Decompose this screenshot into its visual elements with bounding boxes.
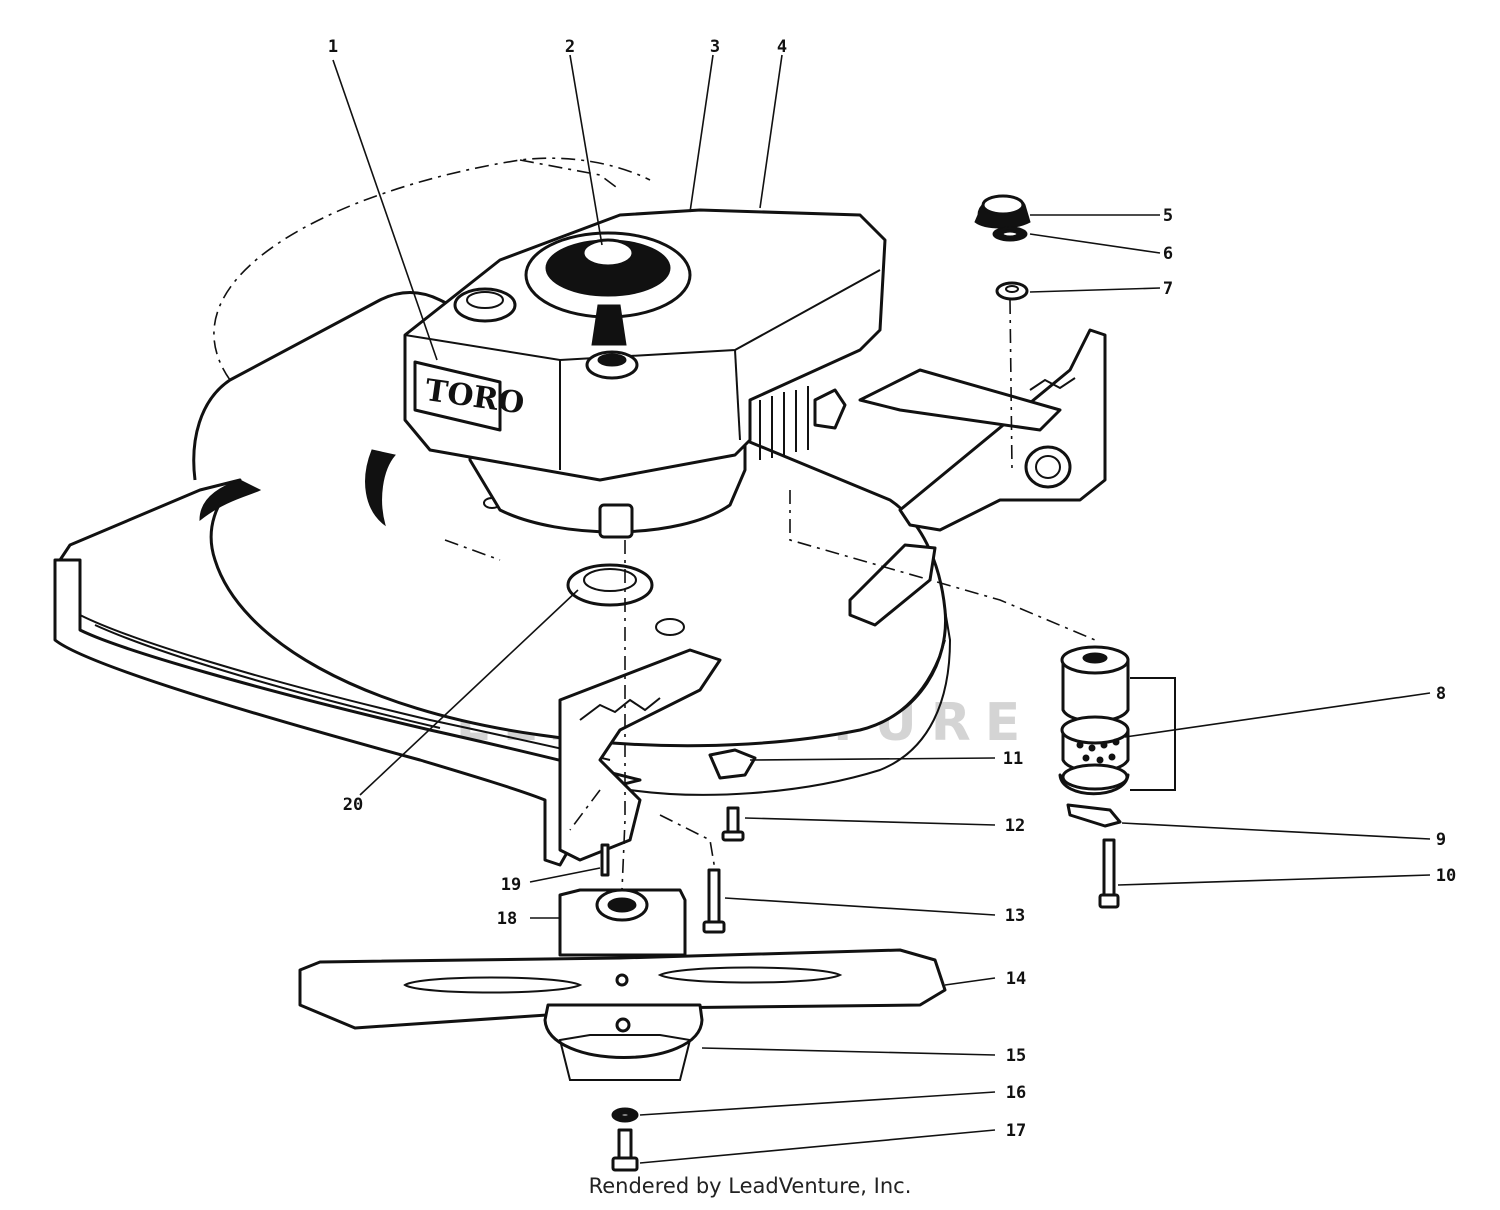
callout-14: 14 — [1006, 969, 1026, 989]
callout-1: 1 — [328, 37, 338, 57]
engine: TORO — [199, 208, 887, 539]
callout-5: 5 — [1163, 206, 1173, 226]
callout-2: 2 — [565, 37, 575, 57]
callout-6: 6 — [1163, 244, 1173, 264]
callout-18: 18 — [497, 909, 517, 929]
assembly-lines — [444, 299, 1096, 891]
callouts: 1 2 3 4 5 6 7 8 9 10 11 12 13 14 15 16 1… — [328, 37, 1456, 1141]
callout-11: 11 — [1003, 749, 1023, 769]
callout-12: 12 — [1005, 816, 1025, 836]
callout-8: 8 — [1436, 684, 1446, 704]
callout-17: 17 — [1006, 1121, 1026, 1141]
callout-4: 4 — [777, 37, 787, 57]
footer-credit: Rendered by LeadVenture, Inc. — [588, 1174, 912, 1198]
callout-20: 20 — [343, 795, 363, 815]
callout-7: 7 — [1163, 279, 1173, 299]
callout-9: 9 — [1436, 830, 1446, 850]
air-cleaner — [1058, 645, 1176, 909]
callout-15: 15 — [1006, 1046, 1026, 1066]
callout-13: 13 — [1005, 906, 1025, 926]
top-hardware — [974, 194, 1031, 301]
blade-assembly — [298, 748, 947, 1172]
callout-3: 3 — [710, 37, 720, 57]
callout-19: 19 — [501, 875, 521, 895]
callout-16: 16 — [1006, 1083, 1026, 1103]
mower-deck — [53, 157, 1107, 867]
callout-10: 10 — [1436, 866, 1456, 886]
leader-lines — [332, 54, 1431, 1164]
